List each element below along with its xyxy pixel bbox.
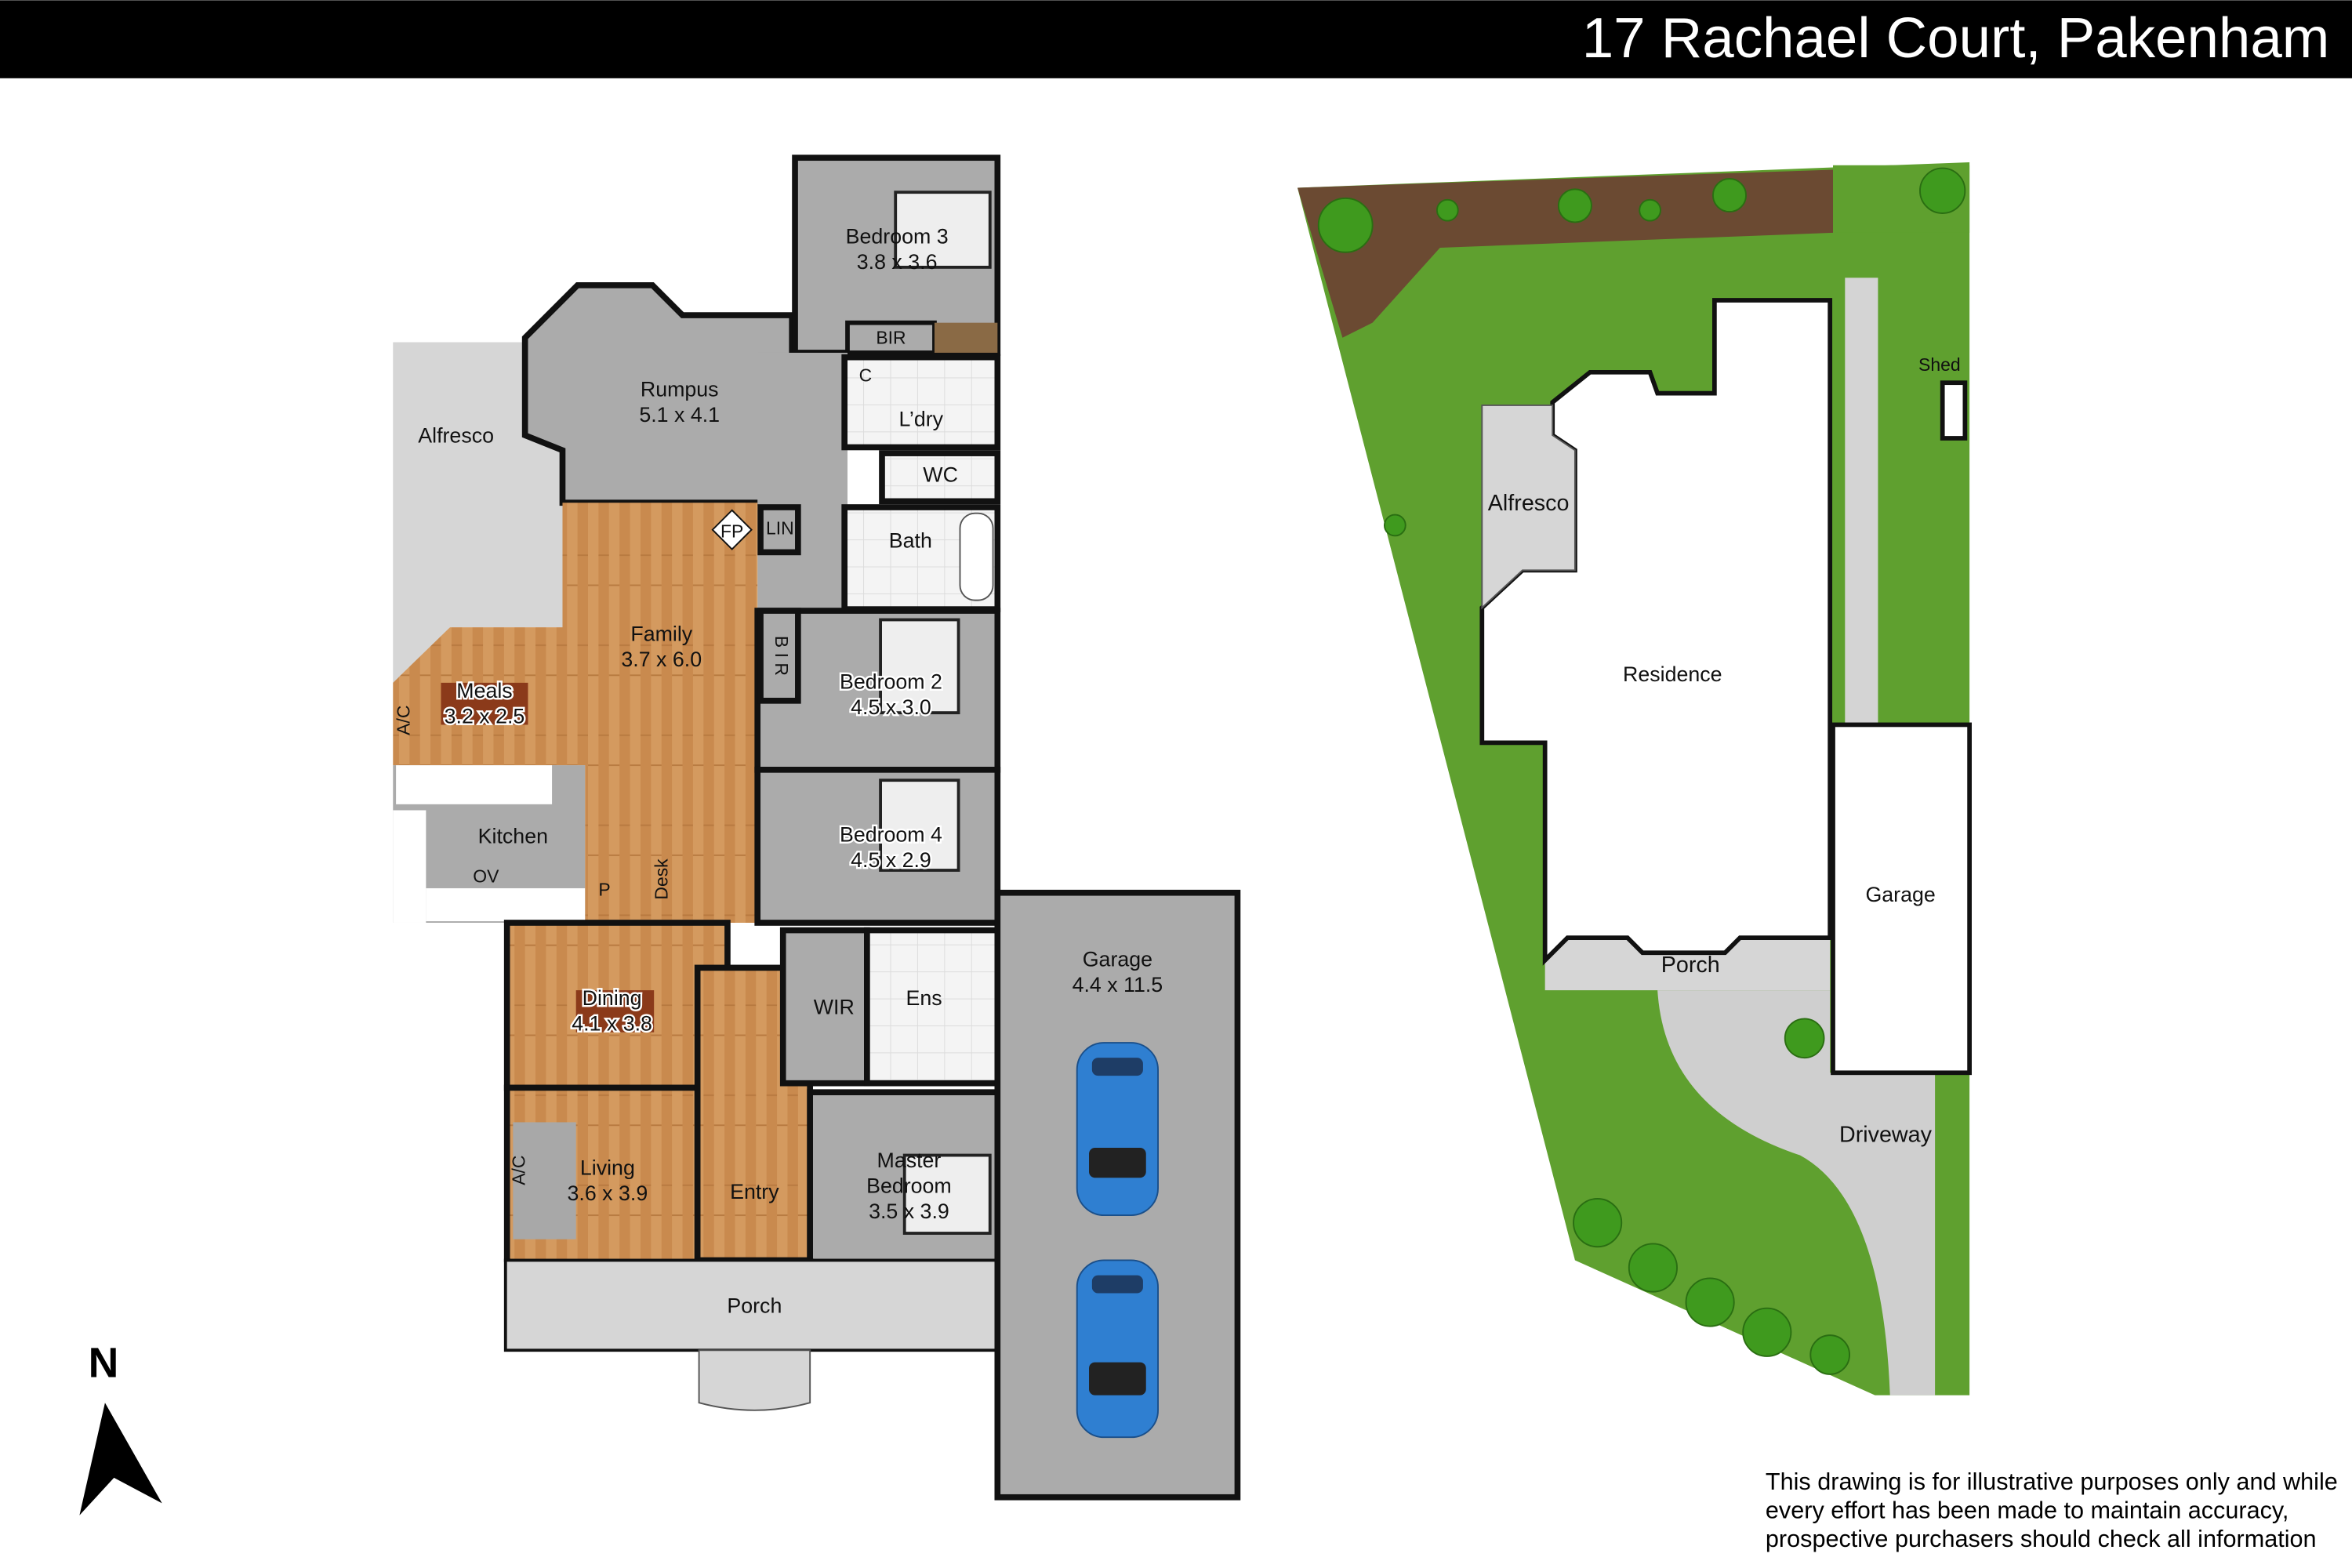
site-label-porch: Porch	[1661, 953, 1720, 978]
room-family	[393, 503, 758, 923]
label-oven: OV	[473, 866, 499, 886]
sofa-living	[513, 1122, 576, 1240]
label-bir-top: BIR	[876, 327, 906, 347]
front-steps	[698, 1349, 811, 1411]
bir-side	[757, 608, 801, 704]
north-arrow-icon	[79, 1403, 162, 1515]
compass-label: N	[89, 1341, 119, 1387]
size-family: 3.7 x 6.0	[621, 648, 702, 671]
site-residence	[1479, 298, 1833, 966]
linen-cupboard	[757, 504, 801, 556]
side-path	[1845, 278, 1878, 725]
label-bir-side: B I R	[771, 636, 792, 676]
label-garage: Garage	[1083, 947, 1152, 971]
fireplace-marker	[711, 509, 753, 550]
bathtub	[959, 512, 994, 601]
label-kitchen: Kitchen	[478, 825, 548, 848]
label-alfresco: Alfresco	[418, 424, 494, 448]
site-label-residence: Residence	[1623, 662, 1722, 686]
size-garage: 4.4 x 11.5	[1073, 973, 1163, 996]
label-entry: Entry	[730, 1180, 779, 1203]
room-wir	[779, 927, 870, 1087]
room-ensuite	[864, 927, 1001, 1087]
room-wc	[879, 450, 1001, 505]
size-bedroom-3: 3.8 x 3.6	[857, 250, 938, 274]
site-label-garage: Garage	[1865, 883, 1935, 906]
desk-top	[934, 322, 998, 353]
label-living: Living	[580, 1156, 635, 1179]
label-ensuite: Ens	[906, 986, 942, 1010]
label-ac-living: A/C	[509, 1156, 529, 1185]
size-bedroom-4: 4.5 x 2.9	[851, 848, 931, 872]
label-wir: WIR	[814, 996, 855, 1019]
corridor	[757, 352, 848, 612]
label-desk: Desk	[651, 858, 671, 900]
site-alfresco	[1481, 404, 1576, 610]
site-shed	[1940, 380, 1968, 441]
label-master-2: Bedroom	[866, 1174, 952, 1197]
bed-master	[902, 1153, 992, 1235]
floor-plan: Bedroom 3 3.8 x 3.6 BIR Rumpus 5.1 x 4.1…	[393, 154, 1241, 1501]
page-title: 17 Rachael Court, Pakenham	[1582, 6, 2330, 70]
label-linen: LIN	[766, 517, 794, 538]
label-bedroom-4: Bedroom 4	[840, 823, 942, 847]
size-master: 3.5 x 3.9	[869, 1200, 949, 1223]
size-meals: 3.2 x 2.5	[445, 705, 525, 728]
label-master: Master	[877, 1149, 942, 1172]
disclaimer-line: This drawing is for illustrative purpose…	[1766, 1468, 2338, 1495]
label-ac-meals: A/C	[393, 706, 413, 735]
label-family: Family	[630, 622, 692, 645]
bir-top	[845, 320, 937, 355]
disclaimer-line: every effort has been made to maintain a…	[1766, 1497, 2289, 1524]
garden-bed-top	[1297, 169, 1834, 338]
label-fireplace: FP	[720, 521, 743, 541]
kitchen-island	[396, 765, 553, 804]
size-rumpus: 5.1 x 4.1	[639, 403, 720, 426]
driveway	[1657, 990, 1936, 1396]
label-bath: Bath	[889, 529, 932, 553]
site-label-alfresco: Alfresco	[1488, 491, 1570, 516]
disclaimer-line: prospective purchasers should check all …	[1766, 1526, 2317, 1552]
label-dining: Dining	[583, 986, 642, 1010]
label-cupboard: C	[859, 365, 873, 385]
disclaimer: This drawing is for illustrative purpose…	[1766, 1468, 2338, 1552]
label-bedroom-3: Bedroom 3	[846, 224, 949, 248]
label-pantry: P	[598, 880, 610, 900]
size-dining: 4.1 x 3.8	[572, 1012, 652, 1036]
tree-icon	[1317, 167, 1966, 1375]
label-bedroom-2: Bedroom 2	[840, 670, 942, 694]
label-wc: WC	[923, 463, 958, 486]
room-laundry	[841, 354, 1001, 451]
bed-bedroom-4	[879, 779, 960, 872]
car-icon	[1076, 1259, 1159, 1439]
site-label-shed: Shed	[1918, 354, 1961, 375]
car-icon	[1076, 1042, 1159, 1217]
bed-bedroom-3	[894, 191, 992, 269]
site-garage	[1831, 722, 1972, 1076]
size-living: 3.6 x 3.9	[568, 1181, 648, 1205]
size-bedroom-2: 4.5 x 3.0	[851, 695, 931, 719]
north-compass: N	[79, 1341, 162, 1515]
room-alfresco	[393, 342, 563, 683]
bed-bedroom-2	[879, 618, 960, 715]
label-laundry: L’dry	[898, 408, 943, 431]
dining-table	[575, 990, 655, 1033]
site-plan: Alfresco Residence Shed Garage Porch Dri…	[1297, 162, 1972, 1396]
label-meals: Meals	[456, 679, 512, 702]
label-porch: Porch	[727, 1294, 782, 1317]
meals-table	[441, 682, 528, 725]
site-label-driveway: Driveway	[1839, 1122, 1933, 1147]
kitchen-bench	[393, 810, 426, 923]
label-rumpus: Rumpus	[641, 377, 719, 401]
kitchen-bench-bottom	[426, 887, 586, 922]
header-bar	[0, 0, 2352, 78]
